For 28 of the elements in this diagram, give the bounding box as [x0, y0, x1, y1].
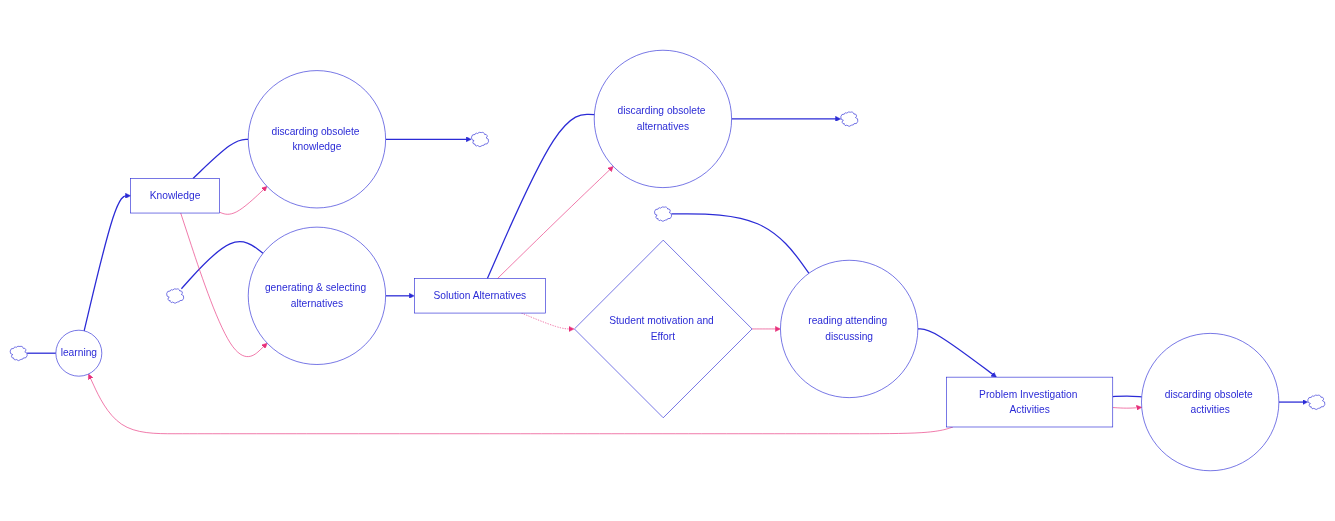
connector	[26, 352, 57, 354]
connector	[1112, 395, 1143, 398]
node-circle: reading attending discussing	[780, 259, 919, 398]
arrow	[1278, 399, 1308, 405]
node-circle: learning	[55, 329, 103, 377]
node-cloud	[654, 206, 672, 222]
connector	[670, 213, 810, 274]
node-circle: discarding obsolete activities	[1141, 333, 1280, 472]
node-circle: discarding obsolete knowledge	[247, 70, 386, 209]
node-box: Problem Investigation Activities	[946, 376, 1114, 428]
node-cloud	[9, 345, 28, 361]
node-box: Knowledge	[130, 178, 220, 214]
connector	[192, 138, 249, 180]
connector	[180, 241, 264, 290]
node-cloud	[166, 288, 185, 304]
node-circle: generating & selecting alternatives	[247, 226, 386, 365]
arrow	[83, 193, 131, 332]
arrow	[385, 293, 415, 299]
arrow	[730, 116, 841, 122]
node-cloud	[471, 132, 489, 147]
node-circle: discarding obsolete alternatives	[593, 49, 732, 188]
node-diamond: Student motivation and Effort	[574, 239, 753, 419]
arrow	[385, 136, 472, 143]
node-cloud	[840, 111, 859, 127]
node-box: Solution Alternatives	[414, 278, 546, 314]
connector	[486, 113, 595, 280]
node-cloud	[1307, 394, 1326, 410]
arrow	[917, 328, 997, 378]
